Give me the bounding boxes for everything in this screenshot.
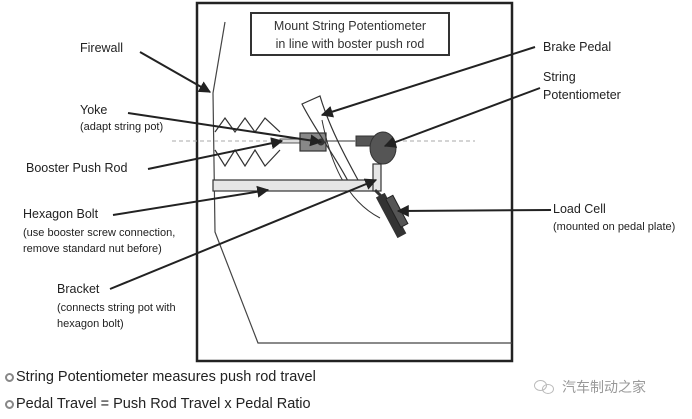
label-bracket-sub2: hexagon bolt) — [57, 318, 124, 330]
label-booster-push-rod: Booster Push Rod — [26, 161, 128, 175]
label-brake-pedal: Brake Pedal — [543, 40, 612, 54]
note-2: Pedal Travel = Push Rod Travel x Pedal R… — [0, 396, 311, 412]
bullet-icon — [5, 372, 14, 382]
label-string-pot-line2: Potentiometer — [543, 88, 621, 102]
watermark: 汽车制动之家 — [534, 377, 646, 397]
wechat-icon — [534, 380, 556, 394]
label-bracket-sub1: (connects string pot with — [57, 302, 176, 314]
leader-bracket — [109, 178, 378, 290]
note-1: String Potentiometer measures push rod t… — [0, 369, 316, 385]
label-load-cell: Load Cell — [553, 202, 606, 216]
label-string-pot-line1: String — [543, 70, 576, 84]
label-load-cell-sub: (mounted on pedal plate) — [553, 221, 676, 233]
label-hexagon-bolt-sub2: remove standard nut before) — [23, 243, 162, 255]
leader-firewall — [139, 51, 212, 93]
leader-hexagon-bolt — [112, 185, 270, 216]
pedal-arc — [321, 119, 381, 219]
note-1-text: String Potentiometer measures push rod t… — [16, 369, 316, 385]
bracket-upright — [372, 163, 382, 192]
firewall-outline — [212, 21, 512, 344]
watermark-text: 汽车制动之家 — [562, 379, 646, 395]
booster-bellows-top — [214, 116, 281, 134]
note-2-text: Pedal Travel = Push Rod Travel x Pedal R… — [16, 396, 311, 412]
leader-push-rod — [147, 137, 284, 170]
push-rod — [279, 138, 301, 144]
leader-brake-pedal — [320, 46, 536, 118]
label-yoke: Yoke — [80, 103, 108, 117]
label-yoke-sub: (adapt string pot) — [80, 121, 164, 133]
label-hexagon-bolt-sub1: (use booster screw connection, — [23, 227, 176, 239]
outer-frame — [195, 1, 514, 363]
leader-load-cell — [396, 204, 552, 217]
string-pot-drum — [369, 131, 397, 165]
label-hexagon-bolt: Hexagon Bolt — [23, 207, 99, 221]
mount-instruction-line1: Mount String Potentiometer — [273, 19, 427, 33]
mount-instruction-line2: in line with boster push rod — [275, 37, 425, 51]
mount-instruction-box: Mount String Potentiometer in line with … — [250, 12, 450, 56]
label-bracket: Bracket — [57, 282, 100, 296]
label-firewall: Firewall — [80, 41, 124, 55]
booster-bellows-bottom — [214, 148, 281, 168]
leader-yoke — [127, 112, 323, 147]
bullet-icon — [5, 399, 14, 409]
leader-string-pot — [383, 87, 541, 148]
